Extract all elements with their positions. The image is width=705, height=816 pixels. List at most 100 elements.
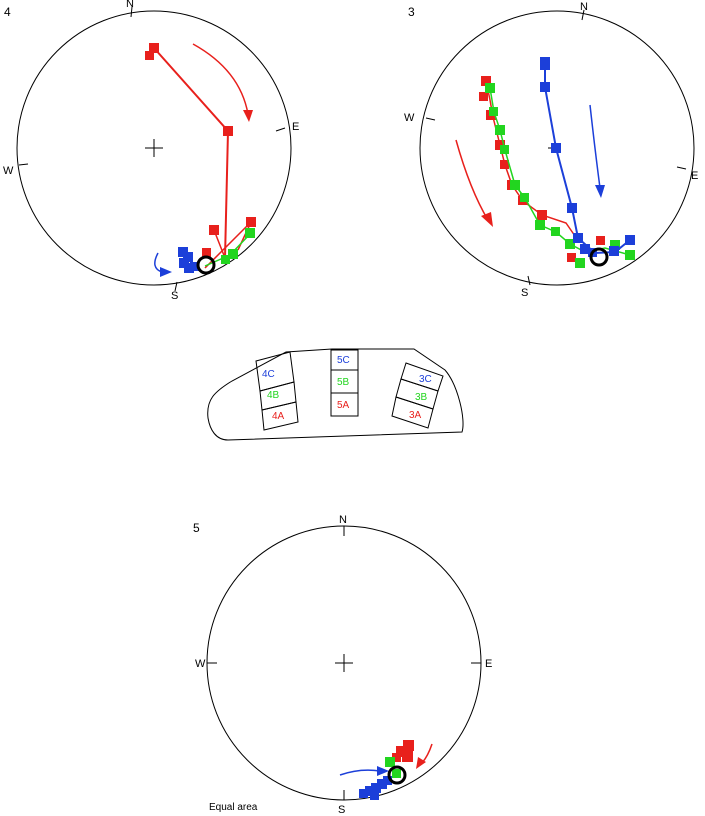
plot-3-blue-arrowhead xyxy=(595,185,605,198)
plot-3-blue-point xyxy=(609,246,619,256)
plot-3-green-point xyxy=(500,145,509,154)
plot-3-red-arrow xyxy=(455,139,489,221)
plot-3-red-point xyxy=(479,92,488,101)
plot-3-red-line xyxy=(485,80,576,237)
plot-3-green-point xyxy=(510,180,520,190)
plot-5-blue-cluster xyxy=(359,776,392,800)
plot-3-red-point xyxy=(481,76,491,86)
sample-sketch: 4C 4B 4A 5C 5B 5A 3C 3B 3A xyxy=(207,348,464,441)
plot-4-red-path xyxy=(145,43,256,269)
plot-4-blue-point xyxy=(184,263,194,273)
plot-3-tick-s xyxy=(527,275,531,286)
plot-number-4: 4 xyxy=(4,5,11,19)
plot-5-green-point xyxy=(385,757,395,767)
plot-3-green-point xyxy=(610,240,620,250)
plot-4-mean-circle xyxy=(196,255,216,275)
plot-5-green-point xyxy=(392,769,401,778)
plot-4-circle xyxy=(16,10,292,286)
plot-3-green-point xyxy=(520,193,529,202)
sample-label-3a: 3A xyxy=(409,410,422,421)
plot-3-label-e: E xyxy=(691,170,698,182)
plot-3-blue-point xyxy=(540,57,550,70)
plot-5-blue-point xyxy=(377,779,387,789)
sample-label-4b: 4B xyxy=(267,390,280,401)
stereonet-plot-5: 5 N E S W xyxy=(193,514,492,816)
stereonet-plot-4: 4 N E S W xyxy=(3,0,299,302)
plot-3-red-point xyxy=(596,236,605,245)
plot-3-tick-w xyxy=(425,117,436,121)
plot-4-label-w: W xyxy=(3,165,14,177)
plot-3-green-point xyxy=(575,258,585,268)
sample-cell-5a xyxy=(330,392,359,417)
plot-4-red-point xyxy=(223,126,233,136)
plot-4-red-point xyxy=(145,51,154,60)
plot-3-green-point xyxy=(625,250,635,260)
stereonet-plot-3: 3 N E S W xyxy=(404,1,698,299)
sample-cell-3a xyxy=(391,396,434,429)
plot-5-red-cluster xyxy=(392,740,414,762)
plot-3-blue-point xyxy=(625,235,635,245)
plot-3-green-point xyxy=(489,107,498,116)
plot-4-label-n: N xyxy=(126,0,134,10)
sample-label-3b: 3B xyxy=(415,392,428,403)
plot-3-circle xyxy=(419,10,695,286)
sample-label-5b: 5B xyxy=(337,377,350,388)
plot-3-blue-point xyxy=(540,82,550,92)
plot-4-tick-n xyxy=(130,6,133,18)
plot-4-red-point xyxy=(246,217,256,227)
plot-number-5: 5 xyxy=(193,521,200,535)
plot-3-tick-e xyxy=(676,166,687,170)
plot-5-blue-point xyxy=(370,791,379,800)
plot-5-red-arrowhead xyxy=(416,757,426,769)
sample-label-3c: 3C xyxy=(419,374,432,385)
plot-4-tick-e xyxy=(275,127,286,132)
sample-label-5a: 5A xyxy=(337,400,350,411)
plot-5-red-point xyxy=(403,740,414,751)
plot-5-blue-point xyxy=(371,783,381,793)
plot-3-label-s: S xyxy=(521,287,528,299)
plot-5-label-e: E xyxy=(485,658,492,670)
plot-4-green-point xyxy=(228,249,238,259)
plot-5-label-n: N xyxy=(339,514,347,526)
plot-3-tick-n xyxy=(581,9,585,21)
plot-3-green-point xyxy=(551,227,560,236)
plot-3-green-point xyxy=(565,239,575,249)
plot-4-blue-arrowhead xyxy=(160,267,172,277)
plot-4-red-point xyxy=(202,248,211,257)
plot-4-label-e: E xyxy=(292,121,299,133)
plot-4-red-point xyxy=(209,225,219,235)
plot-4-tick-w xyxy=(18,163,29,166)
plot-4-red-point xyxy=(149,43,159,53)
plot-5-blue-arrowhead xyxy=(377,766,389,776)
plot-3-green-point xyxy=(485,83,495,93)
plot-5-blue-point xyxy=(383,776,392,785)
sample-outline xyxy=(207,348,464,441)
plot-5-blue-point xyxy=(359,789,368,798)
plot-5-red-point xyxy=(392,753,401,762)
plot-3-green-point xyxy=(535,220,545,230)
plot-3-mean-circle xyxy=(589,247,609,267)
plot-5-red-point xyxy=(396,746,407,757)
sample-cell-4a xyxy=(261,401,299,431)
plot-3-blue-point xyxy=(567,203,577,213)
plot-3-blue-point xyxy=(573,233,583,243)
plot-3-green-path xyxy=(485,83,635,268)
plot-3-blue-point xyxy=(551,143,561,153)
plot-3-label-w: W xyxy=(404,112,415,124)
plot-3-red-path xyxy=(479,76,605,262)
plot-5-blue-arrow xyxy=(339,769,381,776)
plot-3-red-point xyxy=(500,160,509,169)
plot-4-green-point xyxy=(221,255,230,264)
sample-label-4c: 4C xyxy=(262,369,275,380)
plot-4-red-arrowhead xyxy=(243,110,253,122)
plot-3-red-point xyxy=(567,253,576,262)
plot-5-green-cluster xyxy=(385,757,401,778)
plot-4-blue-cluster xyxy=(178,247,199,273)
plot-3-red-point xyxy=(537,210,547,220)
plot-3-blue-point xyxy=(580,244,590,254)
plot-5-mean-circle xyxy=(387,765,407,785)
plot-3-green-point xyxy=(495,125,505,135)
plot-4-tick-s xyxy=(174,281,178,292)
plot-4-label-s: S xyxy=(171,290,178,302)
